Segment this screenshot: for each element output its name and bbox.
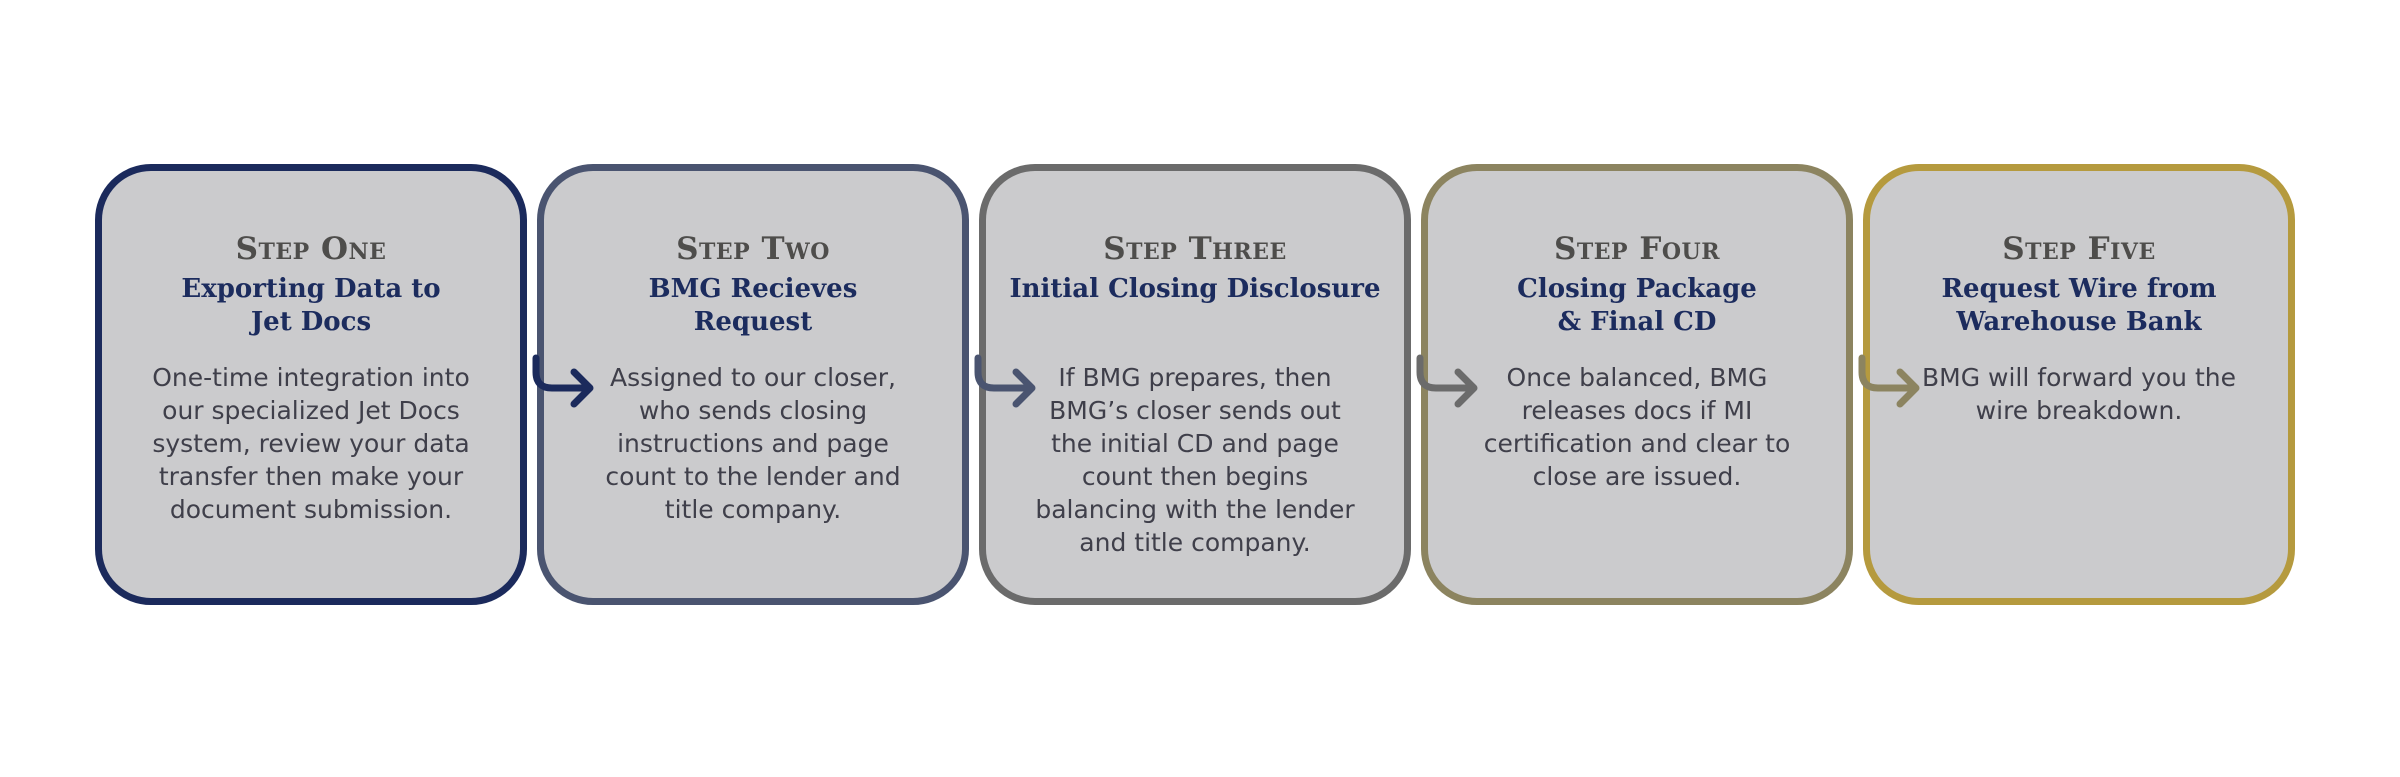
arrow-right-icon (1416, 354, 1478, 408)
step-subtitle: Closing Package & Final CD (1517, 274, 1757, 337)
step-description: Once balanced, BMG releases docs if MI c… (1483, 363, 1791, 491)
step-one-card: Step One Exporting Data to Jet Docs One-… (95, 164, 527, 605)
step-subtitle: BMG Recieves Request (648, 274, 858, 337)
step-description: If BMG prepares, then BMG’s closer sends… (1035, 363, 1355, 557)
arrow-right-icon (1858, 354, 1920, 408)
step-description: BMG will forward you the wire breakdown. (1922, 363, 2236, 425)
arrow-right-icon (532, 354, 594, 408)
step-subtitle: Request Wire from Warehouse Bank (1941, 274, 2217, 337)
step-title: Step Two (676, 231, 830, 267)
step-five-card: Step Five Request Wire from Warehouse Ba… (1863, 164, 2295, 605)
step-subtitle: Initial Closing Disclosure (1009, 274, 1381, 304)
step-description: Assigned to our closer, who sends closin… (605, 363, 901, 524)
step-three-card: Step Three Initial Closing Disclosure If… (979, 164, 1411, 605)
step-subtitle: Exporting Data to Jet Docs (181, 274, 441, 337)
step-four-card: Step Four Closing Package & Final CD Onc… (1421, 164, 1853, 605)
step-description: One-time integration into our specialize… (152, 363, 470, 524)
arrow-right-icon (974, 354, 1036, 408)
step-title: Step One (235, 231, 387, 267)
step-two-card: Step Two BMG Recieves Request Assigned t… (537, 164, 969, 605)
step-title: Step Five (2002, 231, 2156, 267)
step-title: Step Three (1103, 231, 1287, 267)
step-title: Step Four (1553, 231, 1720, 267)
